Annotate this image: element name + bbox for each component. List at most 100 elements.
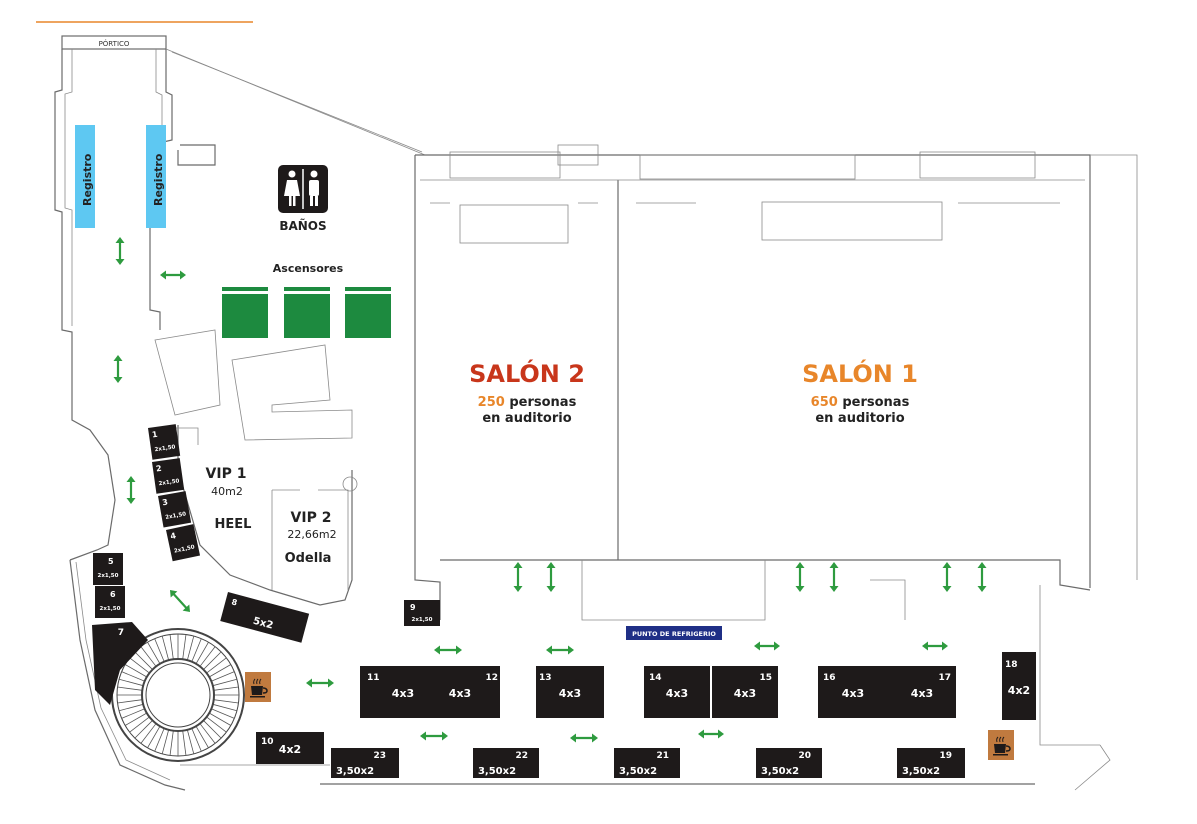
double-arrow-icon: [942, 562, 952, 592]
stair-step: [118, 678, 144, 687]
double-arrow-icon: [420, 731, 448, 741]
booth-shape: [148, 424, 181, 460]
stair-step: [208, 712, 232, 726]
booth-size: 3,50x2: [336, 766, 374, 777]
booth-22: 223,50x2: [473, 748, 539, 778]
elevators: [222, 287, 391, 338]
booth-21: 213,50x2: [614, 748, 680, 778]
vip2-title: VIP 2: [291, 510, 332, 526]
stair-step: [124, 664, 148, 678]
booth-shape: [712, 666, 778, 718]
stair-step: [182, 730, 187, 756]
booth-4: 4 2x1,50: [166, 524, 201, 562]
stair-step: [211, 671, 235, 682]
elevator-3: [345, 287, 391, 338]
stair-step: [212, 678, 238, 687]
double-arrow-icon: [513, 562, 523, 592]
booth-number: 16: [823, 673, 836, 683]
stair-step: [147, 641, 161, 665]
stair-step: [213, 699, 239, 704]
double-arrow-icon: [977, 562, 987, 592]
portico-label: PÓRTICO: [99, 39, 130, 48]
salon1-sub: en auditorio: [815, 411, 904, 426]
booth-shape: [536, 666, 604, 718]
booth-number: 4: [170, 531, 178, 541]
booth-shape: [93, 553, 123, 585]
booth-shape: [888, 666, 956, 718]
stair-step: [121, 708, 145, 719]
booth-size: 4x3: [734, 687, 756, 700]
stair-step: [213, 686, 239, 691]
stair-step: [169, 634, 174, 660]
stair-step: [199, 646, 216, 667]
booth-number: 18: [1005, 660, 1018, 670]
booth-shape: [152, 458, 185, 494]
booth-shape: [1002, 652, 1036, 720]
salon2-word: personas: [509, 395, 576, 410]
salon1-count: 650: [811, 395, 838, 410]
salon1-title: SALÓN 1: [802, 358, 918, 388]
double-arrow-icon: [754, 641, 780, 651]
booth-shape: [158, 491, 192, 528]
double-arrow-icon: [126, 476, 136, 504]
stair-step: [129, 716, 150, 733]
stair-step: [154, 728, 165, 752]
stair-step: [134, 651, 153, 670]
spiral-staircase: [111, 628, 245, 762]
booth-number: 11: [367, 673, 380, 683]
circulation-arrows: [113, 237, 987, 743]
booth-size: 4x3: [559, 687, 581, 700]
elevator-1: [222, 287, 268, 338]
booth-shape: [756, 748, 822, 778]
booth-shape: [92, 622, 148, 705]
booth-size: 2x1,50: [154, 444, 176, 453]
booth-7: 7: [92, 622, 148, 705]
booth-size: 4x2: [1008, 684, 1030, 697]
booth-shape: [361, 666, 445, 718]
booth-19: 193,50x2: [897, 748, 965, 778]
double-arrow-icon: [170, 590, 190, 612]
stair-step: [206, 716, 227, 733]
vip2-area: 22,66m2: [287, 528, 336, 541]
refrigerio-box: [626, 626, 722, 640]
booth-shape: [614, 748, 680, 778]
booth-size: 2x1,50: [158, 478, 180, 487]
booth-number: 7: [118, 628, 124, 638]
stair-step: [191, 728, 202, 752]
double-arrow-icon: [922, 641, 948, 651]
booth-size: 2x1,50: [174, 544, 196, 554]
stair-step: [121, 671, 145, 682]
booth-size: 3,50x2: [761, 766, 799, 777]
booth-shape: [404, 600, 440, 626]
booth-size: 5x2: [252, 616, 275, 632]
double-arrow-icon: [570, 733, 598, 743]
booth-number: 21: [656, 751, 669, 761]
booth-number: 14: [649, 673, 662, 683]
salon2-title: SALÓN 2: [469, 358, 585, 388]
stair-step: [129, 657, 150, 674]
stair-step: [134, 720, 153, 739]
stair-step: [208, 664, 232, 678]
salon2-count: 250: [478, 395, 505, 410]
booth-18: 18 4x2: [1002, 652, 1036, 720]
booth-number: 6: [110, 590, 116, 599]
double-arrow-icon: [115, 237, 125, 265]
booth-size: 4x3: [392, 687, 414, 700]
refrigerio-label: PUNTO DE REFRIGERIO: [632, 630, 716, 638]
booth-shape: [220, 592, 310, 643]
booth-number: 20: [798, 751, 811, 761]
stair-step: [124, 712, 148, 726]
booth-shape: [166, 524, 201, 562]
booth-number: 17: [938, 673, 951, 683]
booth-size: 4x3: [449, 687, 471, 700]
salon1-capacity: 650 personas: [811, 395, 910, 410]
registro-counter-1: Registro: [75, 125, 95, 228]
